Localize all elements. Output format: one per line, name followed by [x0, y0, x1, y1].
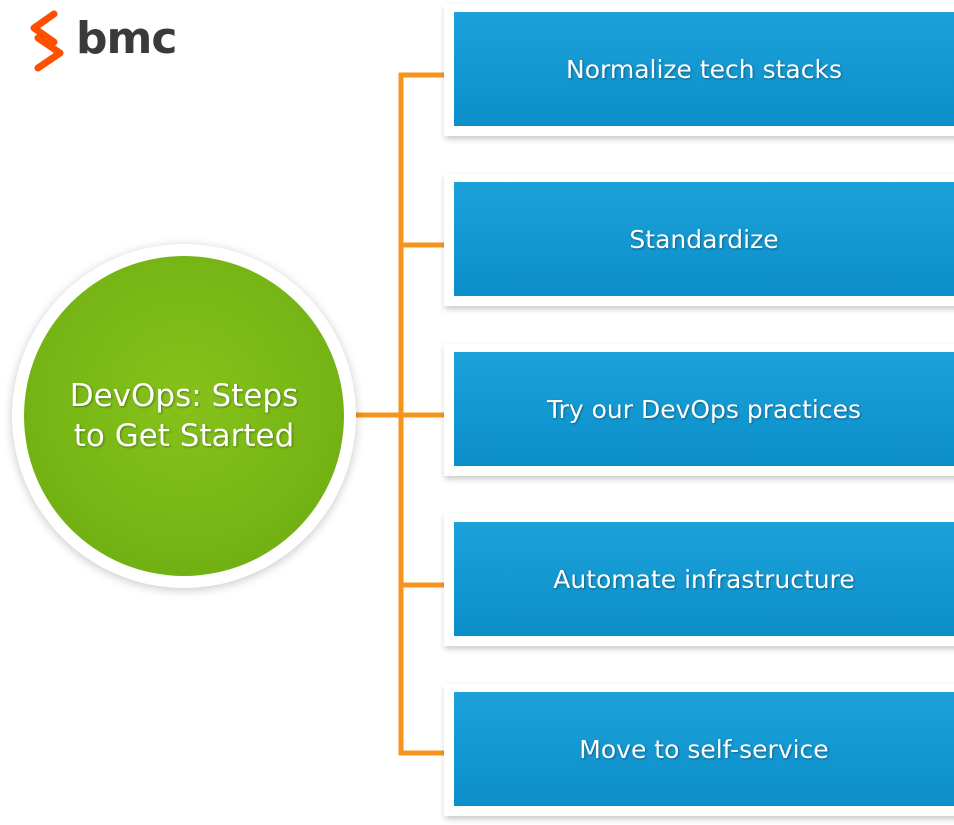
center-circle: DevOps: Steps to Get Started — [24, 256, 344, 576]
bmc-logo: bmc — [24, 10, 177, 72]
step-box-2: Standardize — [444, 174, 954, 306]
step-box-fill: Normalize tech stacks — [454, 12, 954, 126]
step-box-4: Automate infrastructure — [444, 514, 954, 646]
step-box-1: Normalize tech stacks — [444, 4, 954, 136]
step-label: Normalize tech stacks — [566, 54, 842, 84]
logo-text: bmc — [76, 13, 177, 64]
step-label: Automate infrastructure — [553, 564, 855, 594]
step-label: Move to self-service — [579, 734, 829, 764]
step-box-5: Move to self-service — [444, 684, 954, 816]
step-box-3: Try our DevOps practices — [444, 344, 954, 476]
step-label: Try our DevOps practices — [546, 394, 862, 424]
step-label: Standardize — [629, 224, 779, 254]
step-box-fill: Try our DevOps practices — [454, 352, 954, 466]
center-title: DevOps: Steps to Get Started — [69, 377, 299, 454]
bmc-chevron-logo-icon — [30, 10, 64, 72]
step-box-fill: Automate infrastructure — [454, 522, 954, 636]
step-box-fill: Move to self-service — [454, 692, 954, 806]
step-box-fill: Standardize — [454, 182, 954, 296]
